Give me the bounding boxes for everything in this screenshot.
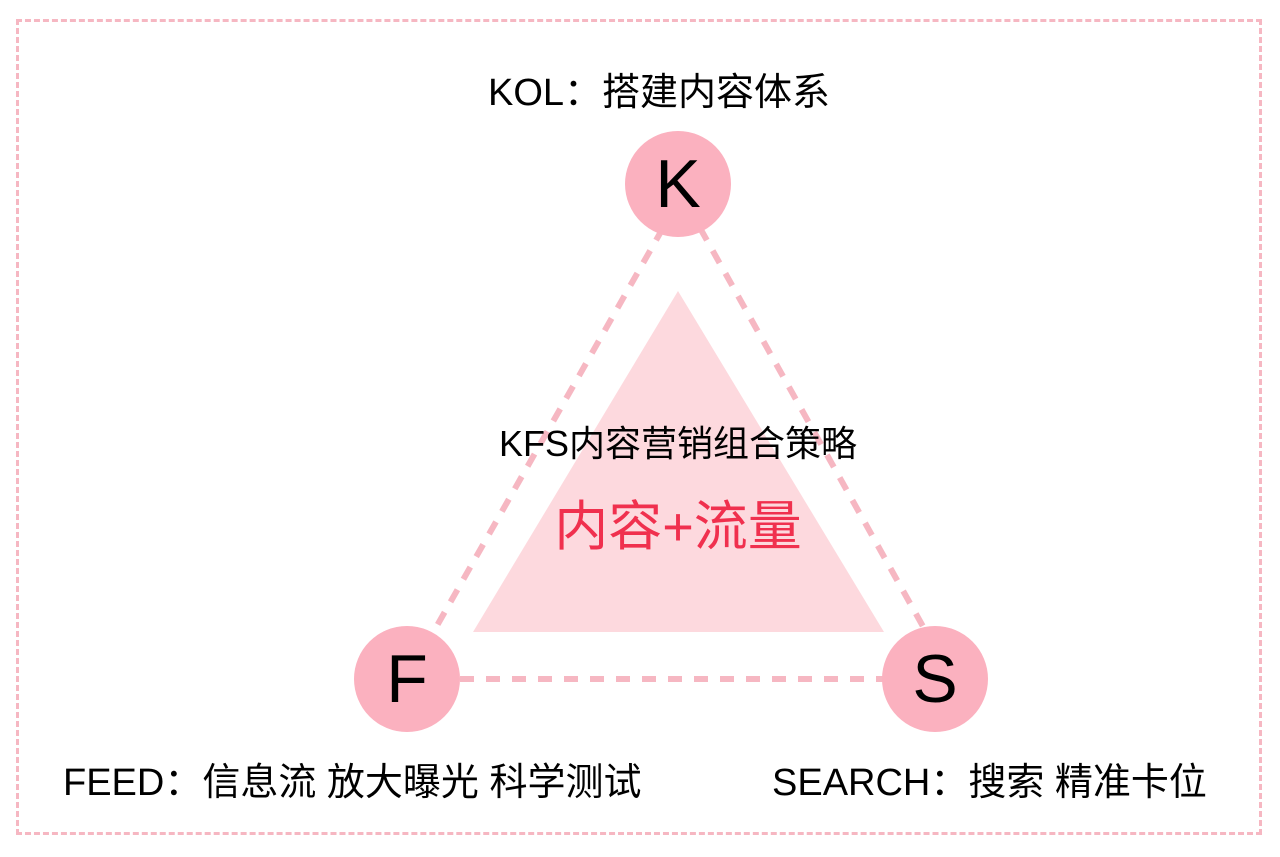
- center-title: KFS内容营销组合策略: [498, 423, 857, 464]
- node-f-letter: F: [386, 641, 428, 717]
- node-k-letter: K: [655, 146, 701, 222]
- node-k: K: [625, 131, 731, 237]
- node-f: F: [354, 626, 460, 732]
- feed-label: FEED：信息流 放大曝光 科学测试: [63, 762, 642, 804]
- center-triangle: [473, 291, 884, 632]
- search-label: SEARCH：搜索 精准卡位: [772, 762, 1207, 804]
- center-subtitle: 内容+流量: [554, 497, 802, 557]
- node-s: S: [882, 626, 988, 732]
- diagram-frame: [16, 19, 1262, 835]
- connector-k-f: [427, 226, 666, 640]
- node-s-letter: S: [912, 641, 958, 717]
- kol-label: KOL：搭建内容体系: [488, 72, 831, 114]
